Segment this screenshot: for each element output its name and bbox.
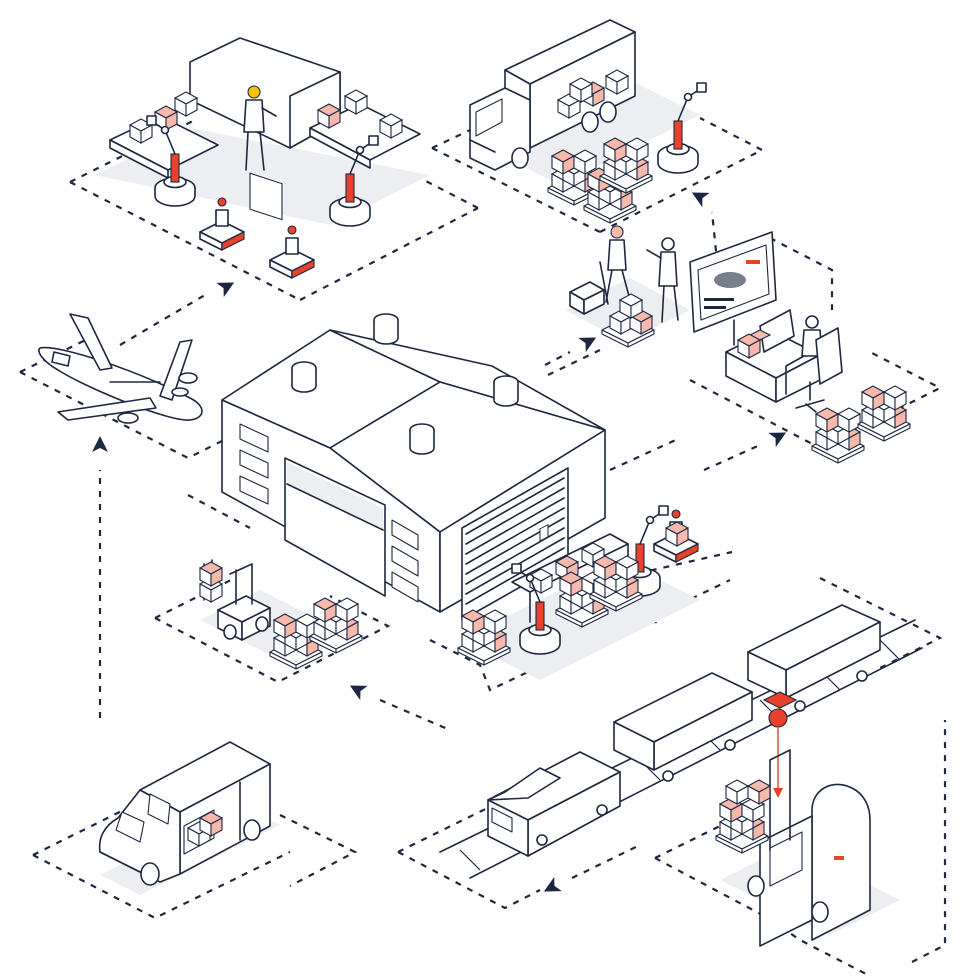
route-segment (609, 436, 681, 472)
roof-vent-icon (291, 313, 519, 455)
route-segment (654, 825, 721, 859)
route-connector (667, 579, 731, 611)
tracking-badge-icon (762, 691, 798, 798)
arrow-up-left-icon (688, 185, 710, 208)
route-segment (819, 577, 943, 669)
airplane-icon (38, 313, 203, 424)
agv-robot-icon (269, 225, 315, 279)
cargo-pallet-icon (812, 408, 864, 463)
route-segment (699, 117, 763, 151)
route-segment (69, 181, 301, 301)
stacker-zone (716, 749, 900, 947)
route-segment (279, 814, 358, 887)
route-connector (379, 698, 451, 732)
route-segment (431, 147, 601, 233)
route-segment (599, 149, 763, 233)
route-segment (397, 851, 541, 910)
arrow-up-right-icon (768, 425, 790, 448)
worker-icon (243, 85, 277, 171)
route-segment (397, 791, 521, 853)
route-connector (703, 443, 761, 472)
route-segment (547, 349, 601, 376)
arrow-left-icon (346, 678, 368, 701)
route-connector (571, 844, 641, 879)
agv-robot-icon (199, 197, 245, 251)
route-segment (32, 851, 291, 920)
route-segment (154, 577, 236, 619)
cargo-pallet-icon (858, 386, 910, 441)
arrow-left-icon (540, 876, 562, 899)
arrow-up-right-icon (216, 275, 238, 298)
automated-sorting-zone (458, 505, 700, 680)
route-segment (154, 595, 391, 684)
route-segment (419, 177, 479, 209)
arrow-up-icon (92, 436, 108, 452)
route-segment (429, 639, 596, 692)
route-segment (769, 237, 834, 310)
forklift-icon (199, 559, 271, 641)
warehouse-icon (221, 313, 606, 621)
factory-zone (95, 37, 430, 279)
train-icon (439, 524, 923, 879)
route-segment (599, 550, 733, 584)
route-segment (911, 720, 947, 963)
route-connector (119, 294, 206, 346)
van-icon (98, 741, 280, 895)
stacker-icon (747, 749, 871, 947)
forklift-zone (199, 559, 362, 669)
control-room-zone (689, 231, 910, 463)
manual-handling-zone (565, 225, 690, 348)
arrow-up-right-icon (578, 330, 600, 353)
route-connector (544, 351, 571, 366)
truck-zone (469, 19, 707, 223)
